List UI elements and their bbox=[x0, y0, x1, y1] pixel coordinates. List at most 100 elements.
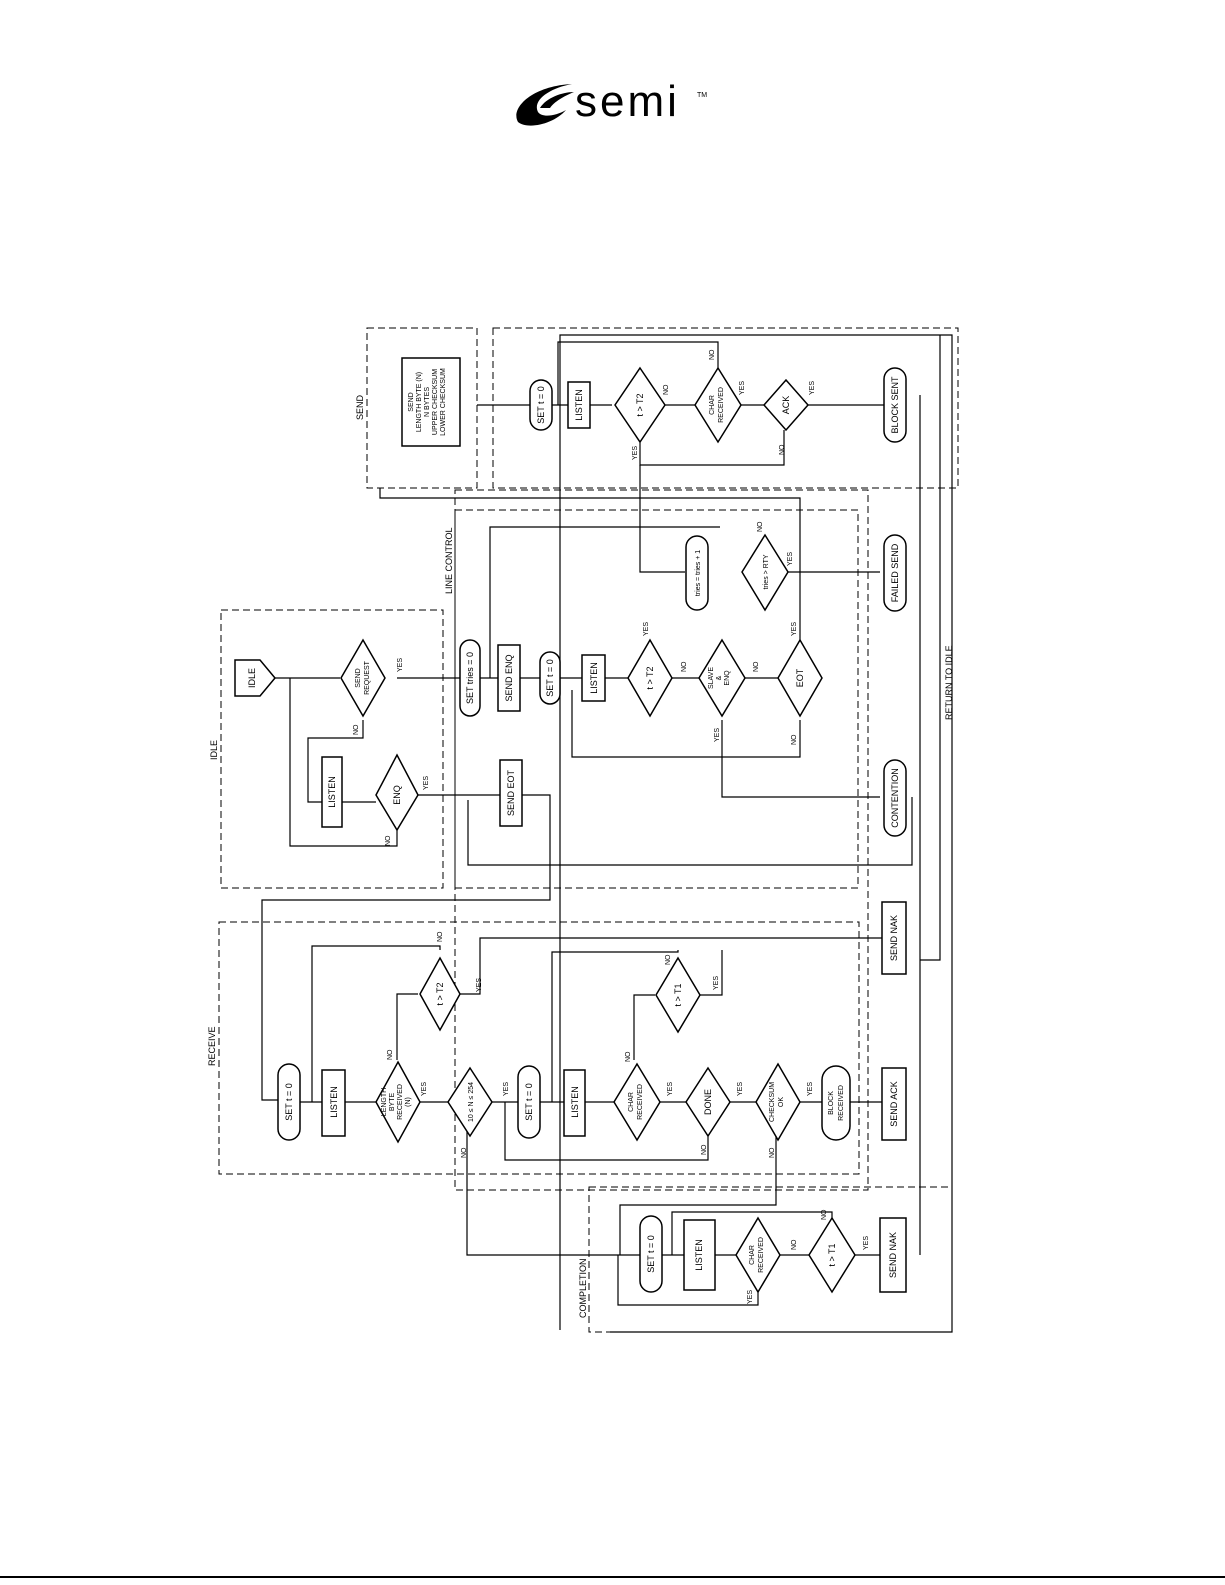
lc-label-no-3: NO bbox=[791, 734, 798, 745]
send-ack-node: ACK bbox=[781, 396, 791, 415]
length-byte-line-2: BYTE bbox=[389, 1093, 396, 1112]
rx-t-gt-t1-node: t > T1 bbox=[673, 983, 683, 1006]
slave-enq-line-2: & bbox=[716, 675, 723, 680]
enq-yes-line bbox=[261, 794, 551, 1101]
send-label-no-1: NO bbox=[663, 384, 670, 395]
idle-label-no-2: NO bbox=[385, 835, 392, 846]
rx-label-yes-1: YES bbox=[421, 1082, 428, 1096]
set-tries-node: SET tries = 0 bbox=[465, 652, 475, 704]
rx-label-no-6: NO bbox=[701, 1144, 708, 1155]
tries-incr-node: tries = tries + 1 bbox=[695, 550, 702, 596]
lc-listen-node: LISTEN bbox=[589, 662, 599, 694]
rx-label-no-3: NO bbox=[461, 1147, 468, 1158]
lc-label-no-2: NO bbox=[753, 661, 760, 672]
rx-label-no-7: NO bbox=[769, 1147, 776, 1158]
send-section-box bbox=[366, 327, 478, 489]
n-range-no bbox=[466, 1128, 640, 1256]
done-no-loop bbox=[504, 1102, 709, 1161]
send-label-no-3: NO bbox=[779, 444, 786, 455]
idle-listen-node: LISTEN bbox=[327, 776, 337, 808]
lc-t-gt-t2-node: t > T2 bbox=[645, 666, 655, 689]
checksum-ok-line-2: OK bbox=[778, 1097, 785, 1107]
length-byte-line-1: LENGTH bbox=[381, 1088, 388, 1116]
lc-label-yes-4: YES bbox=[787, 552, 794, 566]
send-block-line-4: UPPER CHECKSUM bbox=[432, 369, 439, 435]
lc-label-no-1: NO bbox=[681, 661, 688, 672]
send-request-line-2: REQUEST bbox=[364, 660, 371, 695]
send-result-box bbox=[492, 327, 959, 489]
line-control-label: LINE CONTROL bbox=[444, 527, 454, 594]
lc-label-yes-2: YES bbox=[714, 728, 721, 742]
completion-section: COMPLETION SET t = 0 LISTEN CHAR RECEIVE… bbox=[578, 1209, 907, 1318]
send-label-yes-2: YES bbox=[739, 381, 746, 395]
line-control-box bbox=[454, 509, 859, 889]
receive-timeout-loop bbox=[311, 937, 882, 1102]
eot-yes-line bbox=[379, 488, 801, 640]
send-t-gt-t2-node: t > T2 bbox=[635, 393, 645, 416]
rx-label-no-5: NO bbox=[665, 954, 672, 965]
n-range-node: 10 ≤ N ≤ 254 bbox=[468, 1082, 475, 1122]
idle-section: IDLE IDLE SEND REQUEST LISTEN ENQ YES NO… bbox=[209, 638, 430, 846]
idle-left-loop bbox=[275, 677, 398, 847]
cp-char-received-line-1: CHAR bbox=[749, 1245, 756, 1265]
slave-enq-line-1: SLAVE bbox=[708, 667, 715, 689]
send-no-loop bbox=[557, 341, 785, 466]
cp-label-yes-1: YES bbox=[863, 1236, 870, 1250]
checksum-no bbox=[619, 1130, 777, 1255]
receive-section: RECEIVE SET t = 0 LISTEN LENGTH BYTE REC… bbox=[207, 901, 907, 1158]
send-block-text: SEND LENGTH BYTE (N) N BYTES UPPER CHECK… bbox=[408, 368, 447, 436]
line-control-outer-box bbox=[454, 489, 869, 1191]
contention-node: CONTENTION bbox=[890, 768, 900, 828]
idle-section-box bbox=[220, 609, 444, 889]
cp-set-t-node: SET t = 0 bbox=[646, 1235, 656, 1273]
send-block-line-2: LENGTH BYTE (N) bbox=[416, 372, 423, 432]
rx-char-received-line-1: CHAR bbox=[628, 1092, 635, 1112]
receive-t1-loop bbox=[551, 950, 723, 1102]
send-section-label: SEND bbox=[355, 394, 365, 420]
send-label-yes-1: YES bbox=[632, 446, 639, 460]
tries-gt-rty-node: tries > RTY bbox=[763, 554, 770, 589]
checksum-ok-line-1: CHECKSUM bbox=[769, 1082, 776, 1122]
block-received-line-2: RECEIVED bbox=[838, 1085, 845, 1121]
rx-listen-node: LISTEN bbox=[329, 1086, 339, 1118]
logo-trademark: TM bbox=[697, 92, 708, 99]
idle-label-yes-1: YES bbox=[397, 658, 404, 672]
completion-section-label: COMPLETION bbox=[578, 1258, 588, 1318]
idle-section-label: IDLE bbox=[209, 740, 219, 760]
cp-char-received-line-2: RECEIVED bbox=[758, 1237, 765, 1273]
rx-label-yes-2: YES bbox=[476, 978, 483, 992]
rx-label-yes-3: YES bbox=[503, 1082, 510, 1096]
idle-label-no-1: NO bbox=[353, 724, 360, 735]
send-request-line-1: SEND bbox=[355, 668, 362, 687]
rx-t-gt-t2-node: t > T2 bbox=[435, 982, 445, 1005]
send-block-line-3: N BYTES bbox=[424, 387, 431, 417]
send-ack-out-node: SEND ACK bbox=[889, 1081, 899, 1127]
length-byte-line-3: RECEIVED bbox=[397, 1084, 404, 1120]
rx-label-yes-4: YES bbox=[667, 1082, 674, 1096]
lc-no-loop bbox=[571, 690, 801, 758]
send-char-received-line-2: RECEIVED bbox=[718, 387, 725, 423]
idle-label-yes-2: YES bbox=[423, 776, 430, 790]
send-enq-node: SEND ENQ bbox=[504, 654, 514, 701]
lc-set-t-node: SET t = 0 bbox=[545, 659, 555, 697]
footer-rule bbox=[0, 1576, 1225, 1578]
return-to-idle-label: RETURN TO IDLE bbox=[944, 645, 954, 720]
rx-set-t-node: SET t = 0 bbox=[284, 1083, 294, 1121]
send-set-t-node: SET t = 0 bbox=[536, 386, 546, 424]
rx-label-no-1: NO bbox=[387, 1049, 394, 1060]
idle-enq-node: ENQ bbox=[392, 785, 402, 805]
done-node: DONE bbox=[703, 1089, 713, 1115]
rx-listen2-node: LISTEN bbox=[570, 1086, 580, 1118]
length-byte-line-4: (N) bbox=[405, 1097, 412, 1107]
send-block-line-5: LOWER CHECKSUM bbox=[440, 368, 447, 436]
line-control-section: LINE CONTROL SET tries = 0 SEND ENQ SET … bbox=[444, 521, 907, 837]
cp-label-no-1: NO bbox=[791, 1239, 798, 1250]
send-nak-top-node: SEND NAK bbox=[889, 915, 899, 961]
cp-send-nak-node: SEND NAK bbox=[888, 1232, 898, 1278]
contention-back bbox=[467, 797, 913, 866]
timeout-to-tries bbox=[639, 465, 685, 573]
send-listen-node: LISTEN bbox=[574, 389, 584, 421]
failed-send-node: FAILED SEND bbox=[890, 543, 900, 602]
cp-listen-node: LISTEN bbox=[694, 1239, 704, 1271]
idle-node: IDLE bbox=[247, 668, 257, 688]
